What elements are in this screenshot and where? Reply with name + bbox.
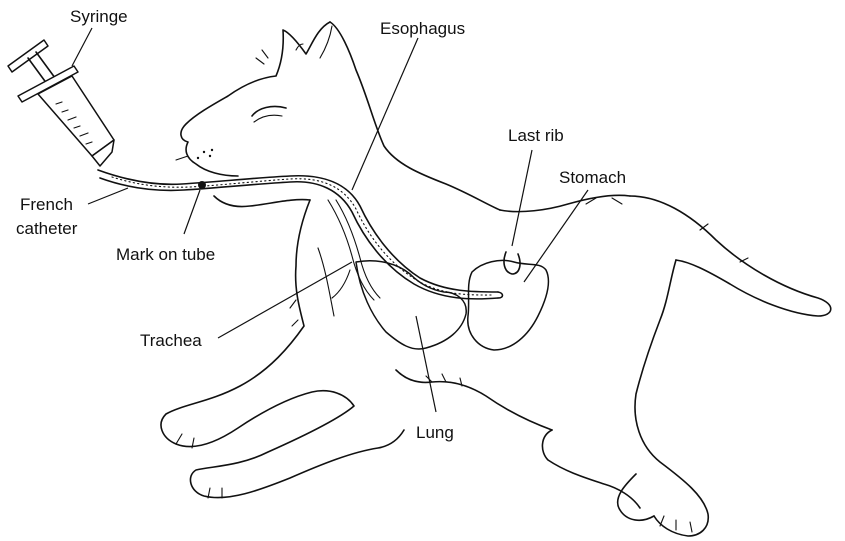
label-mark-on-tube: Mark on tube [116,245,215,264]
label-trachea: Trachea [140,331,202,350]
leader-french-catheter [88,188,128,204]
leader-mark-on-tube [184,190,200,234]
leader-lines [72,28,588,412]
organs [356,252,548,350]
cat-tail [630,196,831,316]
leader-stomach [524,190,588,282]
feeding-tube [98,170,503,299]
leader-trachea [218,262,352,338]
label-syringe: Syringe [70,7,128,26]
tube-outer-top [98,170,498,292]
stomach-shape [468,260,549,350]
label-catheter: catheter [16,219,78,238]
mark-on-tube-dot [198,181,206,189]
label-stomach: Stomach [559,168,626,187]
labels: Syringe Esophagus Last rib Stomach Frenc… [16,7,626,442]
lung-shape [356,261,466,349]
label-lung: Lung [416,423,454,442]
label-french: French [20,195,73,214]
label-esophagus: Esophagus [380,19,465,38]
label-last-rib: Last rib [508,126,564,145]
leader-last-rib [512,150,532,246]
syringe-illustration [8,40,114,166]
leader-syringe [72,28,92,66]
